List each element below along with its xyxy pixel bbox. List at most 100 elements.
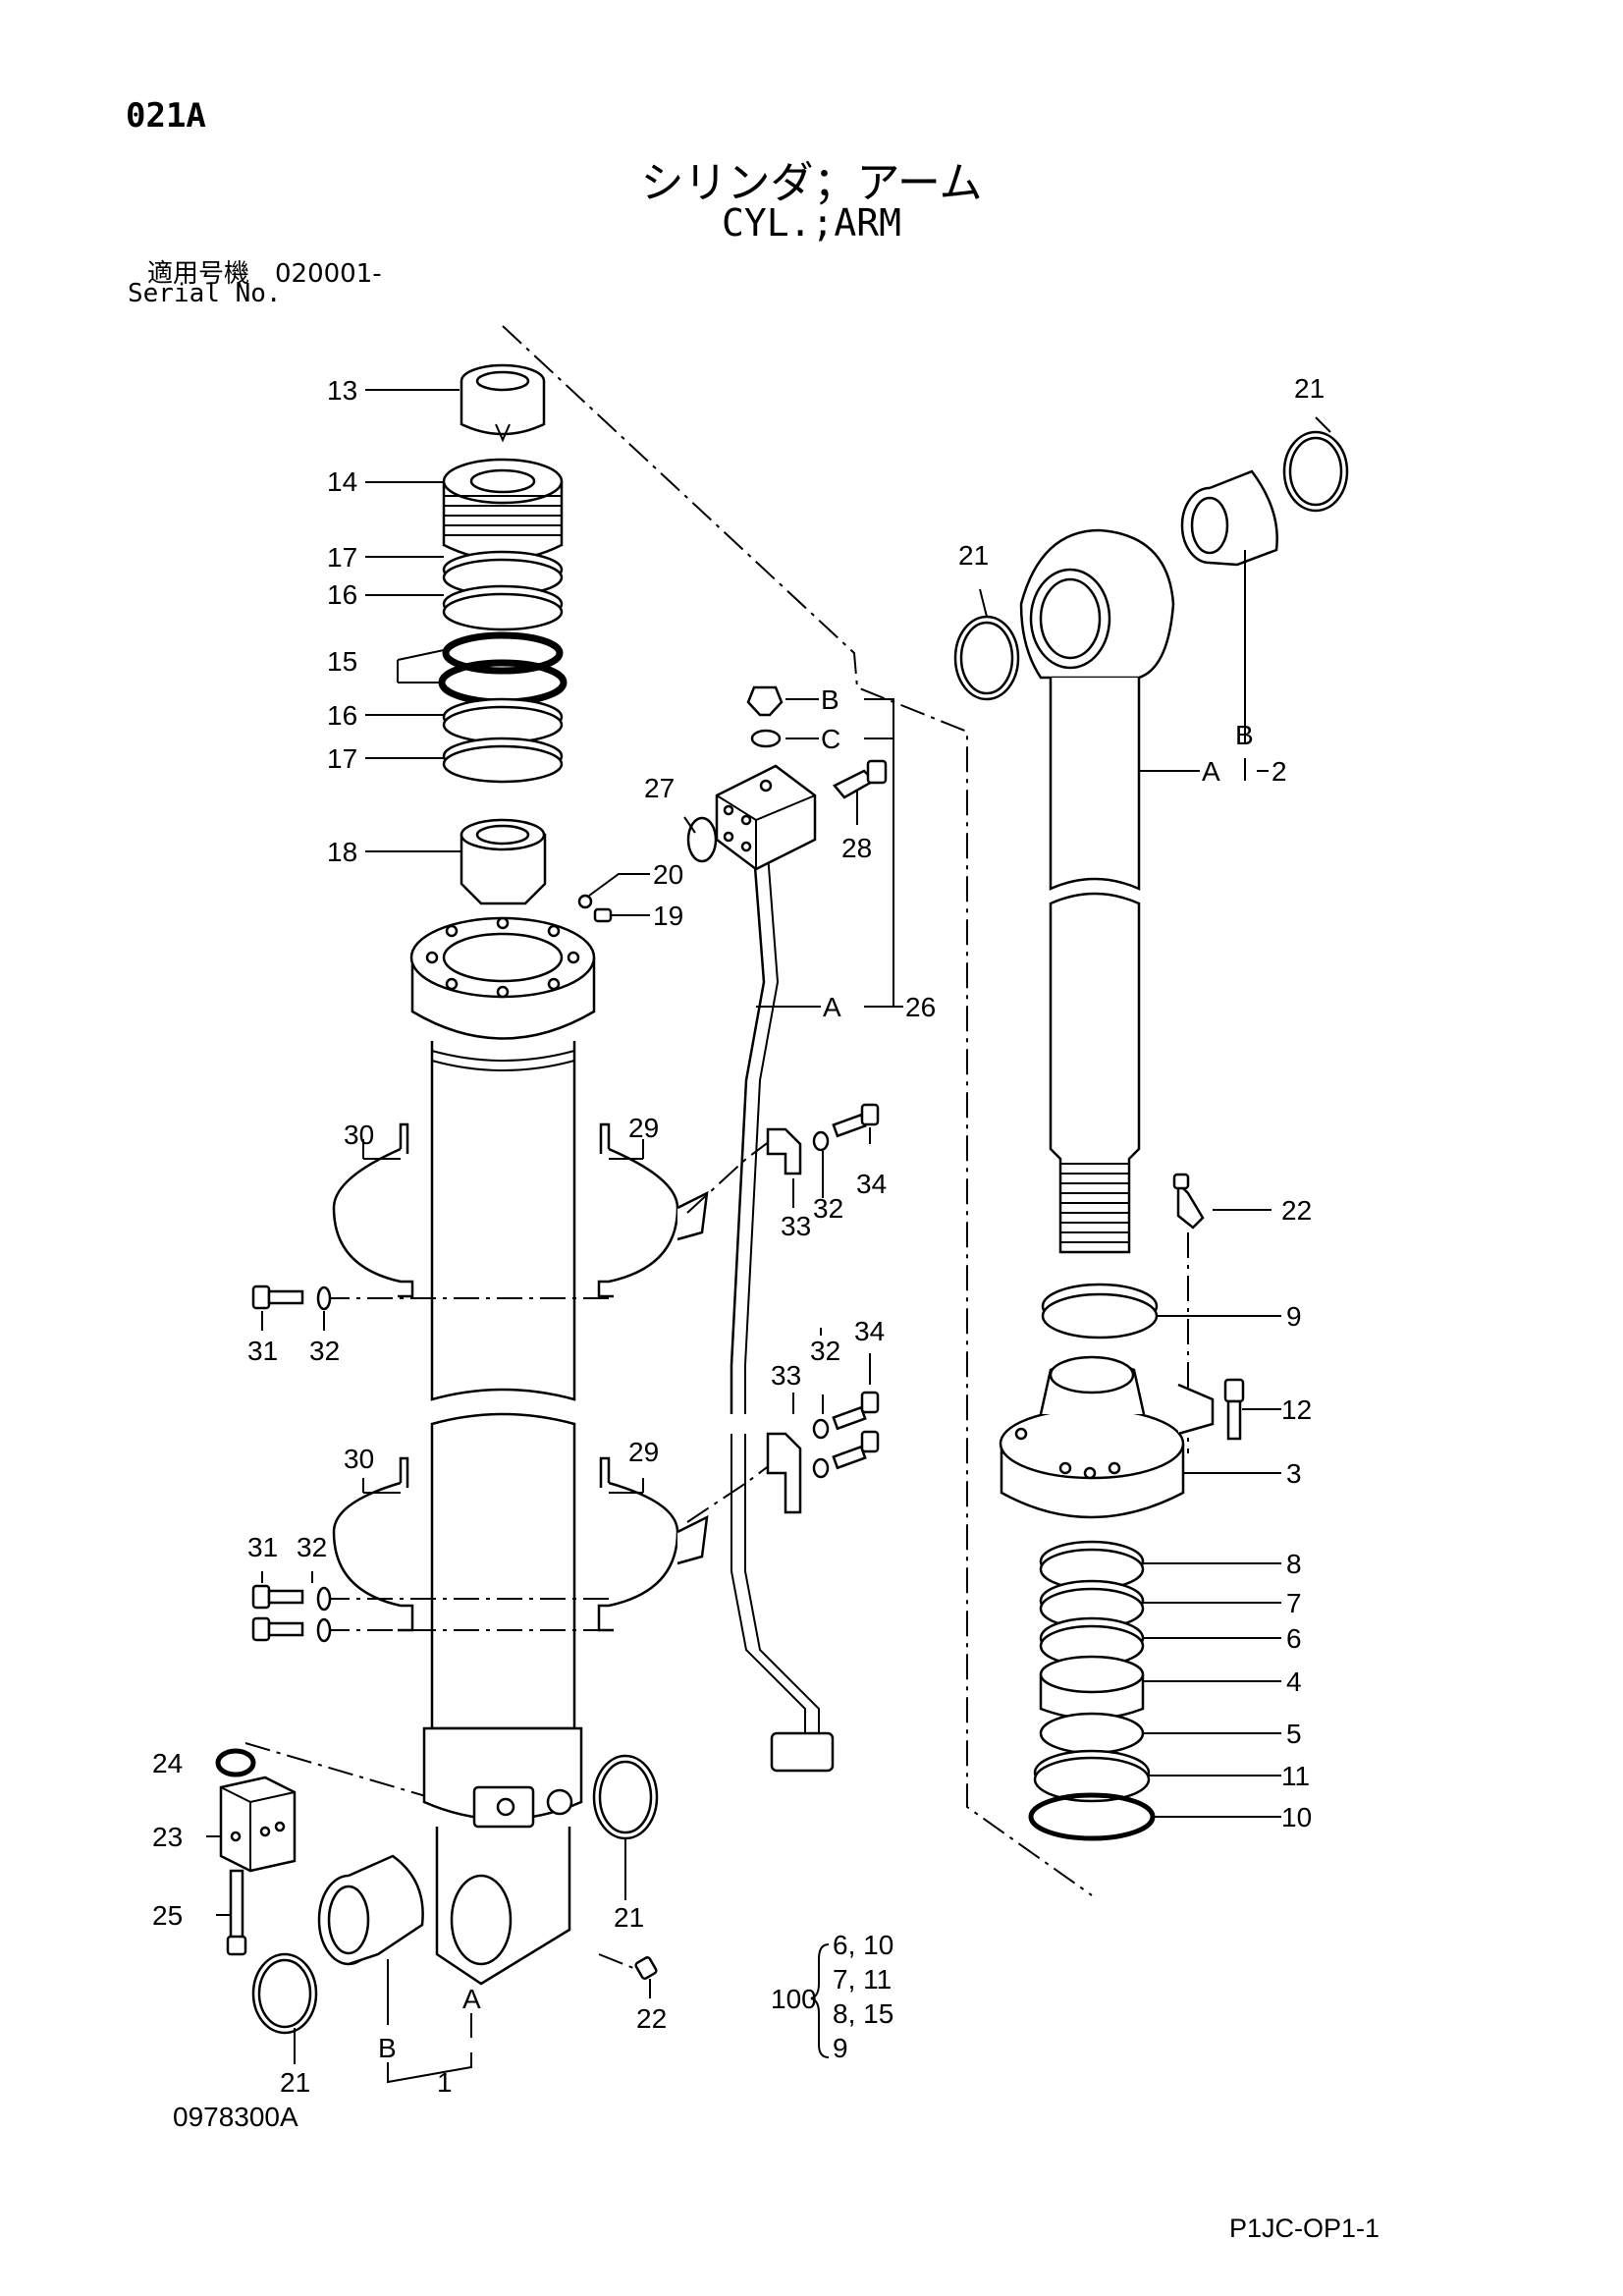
cylinder-tube-head-flange bbox=[409, 916, 596, 1040]
callout-labels: 13 14 17 16 15 16 17 18 20 19 27 28 B C … bbox=[152, 373, 1325, 2098]
callout-27: 27 bbox=[644, 773, 675, 803]
callout-6: 6 bbox=[1286, 1623, 1302, 1654]
callout-34-upper: 34 bbox=[856, 1169, 887, 1199]
callout-12: 12 bbox=[1281, 1394, 1312, 1425]
part-20-ball bbox=[577, 894, 593, 909]
callout-8: 8 bbox=[1286, 1549, 1302, 1579]
callout-24: 24 bbox=[152, 1748, 183, 1778]
part-28-bolt bbox=[833, 759, 888, 799]
callout-33-lower: 33 bbox=[771, 1360, 801, 1391]
callout-21-bottom-left: 21 bbox=[280, 2067, 310, 2098]
callout-25: 25 bbox=[152, 1900, 183, 1931]
callout-9: 9 bbox=[1286, 1301, 1302, 1332]
part-4-piston bbox=[1039, 1655, 1145, 1721]
ref-A-rod: A bbox=[1202, 756, 1220, 787]
part-21-seal-bottom-right bbox=[592, 1754, 659, 1840]
callout-22-right: 22 bbox=[1281, 1195, 1312, 1226]
part-5-ring bbox=[1039, 1712, 1145, 1755]
serial-label-japanese: 適用号機 020001- bbox=[147, 259, 382, 289]
part-29-clamp-upper bbox=[597, 1122, 709, 1298]
part-6-ring bbox=[1039, 1616, 1145, 1667]
callout-31-lower: 31 bbox=[247, 1532, 278, 1562]
callout-22-bottom: 22 bbox=[636, 2003, 667, 2034]
diagram-title-english: CYL.;ARM bbox=[721, 201, 902, 245]
part-26-valve-block bbox=[715, 764, 817, 871]
page-reference: P1JC-OP1-1 bbox=[1229, 2214, 1380, 2243]
plug-B bbox=[746, 685, 784, 717]
part-8-ring bbox=[1039, 1540, 1145, 1591]
ref-A-pipe: A bbox=[823, 992, 841, 1022]
part-9-ring bbox=[1041, 1283, 1159, 1339]
callout-7: 7 bbox=[1286, 1588, 1302, 1618]
callout-32-bracket-upper: 32 bbox=[813, 1193, 843, 1224]
part-15-seal bbox=[438, 631, 568, 706]
ref-B-bushing: B bbox=[378, 2033, 397, 2063]
part-13-bushing bbox=[460, 363, 546, 443]
kit-row-4: 9 bbox=[833, 2033, 848, 2063]
kit-100-brace bbox=[810, 1943, 830, 2058]
callout-100: 100 bbox=[771, 1984, 817, 2014]
callout-26: 26 bbox=[905, 992, 936, 1022]
ref-A-tube: A bbox=[462, 1984, 481, 2014]
callout-21-top-left: 21 bbox=[958, 540, 989, 571]
diagram-title-japanese: シリンダ；アーム bbox=[640, 158, 983, 208]
leader-lines bbox=[206, 389, 1331, 2084]
kit-row-1: 6, 10 bbox=[833, 1930, 893, 1960]
part-16-ring-lower bbox=[442, 697, 564, 744]
part-26-pipe bbox=[730, 853, 835, 1773]
callout-33-upper: 33 bbox=[781, 1211, 811, 1241]
callout-30-upper: 30 bbox=[344, 1120, 374, 1150]
callout-21-bottom-right: 21 bbox=[614, 1902, 644, 1933]
callout-15: 15 bbox=[327, 646, 357, 677]
callout-16-lower: 16 bbox=[327, 700, 357, 731]
page-code: 021A bbox=[126, 96, 206, 136]
part-17-ring-upper bbox=[442, 550, 564, 597]
part-21-seal-bottom-left bbox=[251, 1952, 318, 2035]
part-24-oring bbox=[215, 1748, 256, 1777]
cylinder-tube-lower bbox=[430, 1412, 576, 1730]
clamp-bolt-axis-lower bbox=[324, 1598, 609, 1631]
part-23-block bbox=[219, 1776, 297, 1873]
part-3-rod-head bbox=[999, 1355, 1215, 1519]
callout-5: 5 bbox=[1286, 1719, 1302, 1749]
part-27-oring bbox=[686, 816, 718, 863]
part-11-ring bbox=[1033, 1749, 1151, 1803]
callout-19: 19 bbox=[653, 901, 683, 931]
callout-32-upper: 32 bbox=[309, 1336, 340, 1366]
part-18-valve bbox=[460, 818, 547, 905]
kit-row-3: 8, 15 bbox=[833, 1998, 893, 2029]
part-19-spring bbox=[593, 907, 613, 923]
callout-16-upper: 16 bbox=[327, 579, 357, 610]
part-34-bolt-lower bbox=[812, 1391, 880, 1479]
part-1-bushing bbox=[317, 1854, 424, 1966]
part-29-clamp-lower bbox=[597, 1456, 709, 1632]
callout-21-top-right: 21 bbox=[1294, 373, 1325, 404]
part-2-rod-lower bbox=[1049, 892, 1141, 1254]
callout-29-lower: 29 bbox=[628, 1437, 659, 1467]
part-31-bolt-lower-1 bbox=[251, 1584, 304, 1610]
ref-B-plug: B bbox=[821, 684, 839, 715]
callout-23: 23 bbox=[152, 1822, 183, 1852]
callout-20: 20 bbox=[653, 859, 683, 890]
callout-34-lower: 34 bbox=[854, 1316, 885, 1346]
kit-row-2: 7, 11 bbox=[833, 1964, 892, 1995]
part-30-clamp-upper bbox=[332, 1122, 414, 1298]
callout-14: 14 bbox=[327, 466, 357, 497]
part-31-bolt-lower-2 bbox=[251, 1616, 304, 1642]
callout-10: 10 bbox=[1281, 1802, 1312, 1832]
callout-32-bracket-lower: 32 bbox=[810, 1336, 840, 1366]
callout-11: 11 bbox=[1281, 1761, 1310, 1791]
part-17-ring-lower bbox=[442, 737, 564, 784]
part-16-ring-upper bbox=[442, 584, 564, 631]
part-32-washer-lower-1 bbox=[316, 1586, 332, 1612]
ref-B-rod: B bbox=[1235, 720, 1254, 750]
part-34-bolt-upper bbox=[812, 1103, 880, 1152]
callout-17-upper: 17 bbox=[327, 542, 357, 573]
part-25-bolt bbox=[226, 1869, 247, 1956]
part-30-clamp-lower bbox=[332, 1456, 414, 1632]
part-22-grease-fitting-bottom bbox=[598, 1953, 658, 1980]
callout-1: 1 bbox=[437, 2067, 453, 2098]
part-32-washer-upper bbox=[316, 1285, 332, 1311]
drawing-number: 0978300A bbox=[173, 2102, 298, 2132]
